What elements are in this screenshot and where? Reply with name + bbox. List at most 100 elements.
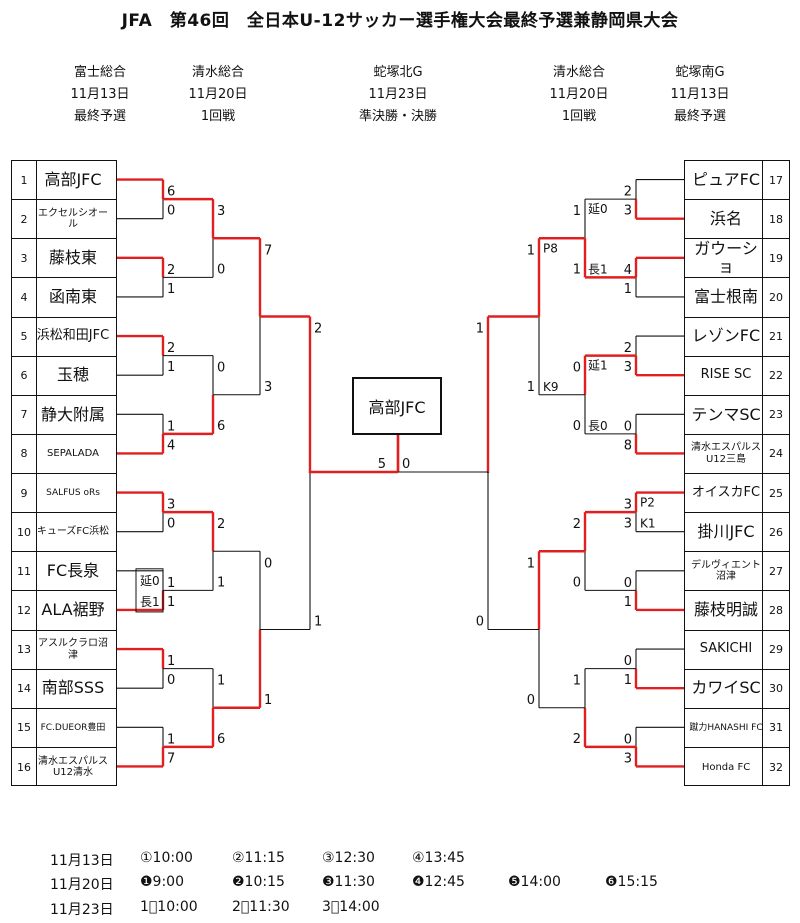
team-seed: 5 <box>20 330 28 344</box>
score-label: 1 <box>527 556 535 571</box>
team-name: ALA裾野 <box>41 600 105 620</box>
team-name: 蹴力HANASHI FC <box>689 722 763 733</box>
score-label: 0 <box>476 615 484 630</box>
champion-box: 高部JFC <box>352 377 442 435</box>
team-seed: 21 <box>769 330 783 344</box>
header-round: 1回戦 <box>200 109 236 124</box>
extra-time-label: 長1 <box>140 595 160 609</box>
score-label: 1 <box>624 595 632 610</box>
extra-time-label: 長0 <box>588 419 608 433</box>
team-seed: 24 <box>769 447 783 461</box>
header-venue: 蛇塚北G <box>373 65 423 80</box>
score-label: 1 <box>527 243 535 258</box>
team-seed: 10 <box>17 525 31 539</box>
team-name: ガウーショ <box>694 238 758 277</box>
score-label: 0 <box>217 262 225 277</box>
header-date: 11月23日 <box>368 87 428 102</box>
team-name: レゾンFC <box>691 326 761 346</box>
team-row: 蹴力HANASHI FC 31 <box>685 709 789 748</box>
score-label: 1 <box>264 693 272 708</box>
team-seed: 31 <box>769 721 783 735</box>
schedule-slot: ②11:15 <box>232 850 285 866</box>
team-row: 浜名 18 <box>685 200 789 240</box>
team-seed: 19 <box>769 251 783 265</box>
team-name: 浜松和田JFC <box>36 328 110 344</box>
header-round: 最終予選 <box>73 109 126 124</box>
score-label: 1 <box>476 322 484 337</box>
team-name: SEPALADA <box>47 448 99 460</box>
header-venue: 富士総合 <box>73 65 126 80</box>
team-seed: 13 <box>17 643 31 657</box>
header-round: 1回戦 <box>561 109 597 124</box>
score-label: 1 <box>167 654 175 669</box>
score-label: 1 <box>573 204 581 219</box>
team-name: 静大附属 <box>40 404 105 424</box>
schedule-date: 11月13日 <box>50 853 114 869</box>
team-name: 浜名 <box>709 208 742 228</box>
schedule-slot: 3⃞14:00 <box>322 899 380 915</box>
score-label: 2 <box>167 263 175 278</box>
score-label: 6 <box>167 185 175 200</box>
pk-label: K9 <box>543 380 559 394</box>
header-finals: 蛇塚北G 11月23日 準決勝・決勝 <box>343 62 453 128</box>
score-label: 0 <box>573 575 581 590</box>
score-label: 0 <box>624 654 632 669</box>
schedule-date: 11月23日 <box>50 902 114 918</box>
team-name: 南部SSS <box>41 678 105 698</box>
team-seed: 26 <box>769 525 783 539</box>
team-row: 7 静大附属 <box>12 396 116 435</box>
score-label: 0 <box>167 517 175 532</box>
score-label: 1 <box>167 419 175 434</box>
team-seed: 3 <box>20 251 28 265</box>
seed-divider <box>36 161 37 785</box>
score-label: 1 <box>167 360 175 375</box>
schedule-slot: ❶9:00 <box>140 874 184 890</box>
team-name: カワイSC <box>691 678 761 698</box>
header-date: 11月13日 <box>70 87 130 102</box>
score-label: 1 <box>573 262 581 277</box>
team-seed: 30 <box>769 682 783 696</box>
schedule-slot: ❹12:45 <box>412 874 465 890</box>
score-label: 1 <box>167 595 175 610</box>
team-name: オイスカFC <box>691 484 761 500</box>
team-name: 富士根南 <box>693 287 758 307</box>
team-name: RISE SC <box>700 367 752 383</box>
header-round: 最終予選 <box>673 109 726 124</box>
team-name: SAKICHI <box>699 641 753 657</box>
score-label: 2 <box>573 517 581 532</box>
header-left-round1: 清水総合 11月20日 1回戦 <box>163 62 273 128</box>
pk-label: K1 <box>640 517 656 531</box>
team-seed: 18 <box>769 212 783 226</box>
team-name: 掛川JFC <box>697 521 755 541</box>
extra-time-label: 延0 <box>588 202 608 216</box>
score-label: 0 <box>624 732 632 747</box>
team-seed: 27 <box>769 564 783 578</box>
team-name: ピュアFC <box>691 169 761 189</box>
extra-time-label: 延1 <box>588 359 608 373</box>
score-label: 1 <box>167 282 175 297</box>
team-seed: 4 <box>20 290 28 304</box>
team-seed: 9 <box>20 486 28 500</box>
header-date: 11月20日 <box>549 87 609 102</box>
team-seed: 11 <box>17 564 31 578</box>
schedule-slot: ①10:00 <box>140 850 193 866</box>
score-label: 4 <box>167 438 175 453</box>
team-seed: 7 <box>20 408 28 422</box>
team-seed: 8 <box>20 447 28 461</box>
